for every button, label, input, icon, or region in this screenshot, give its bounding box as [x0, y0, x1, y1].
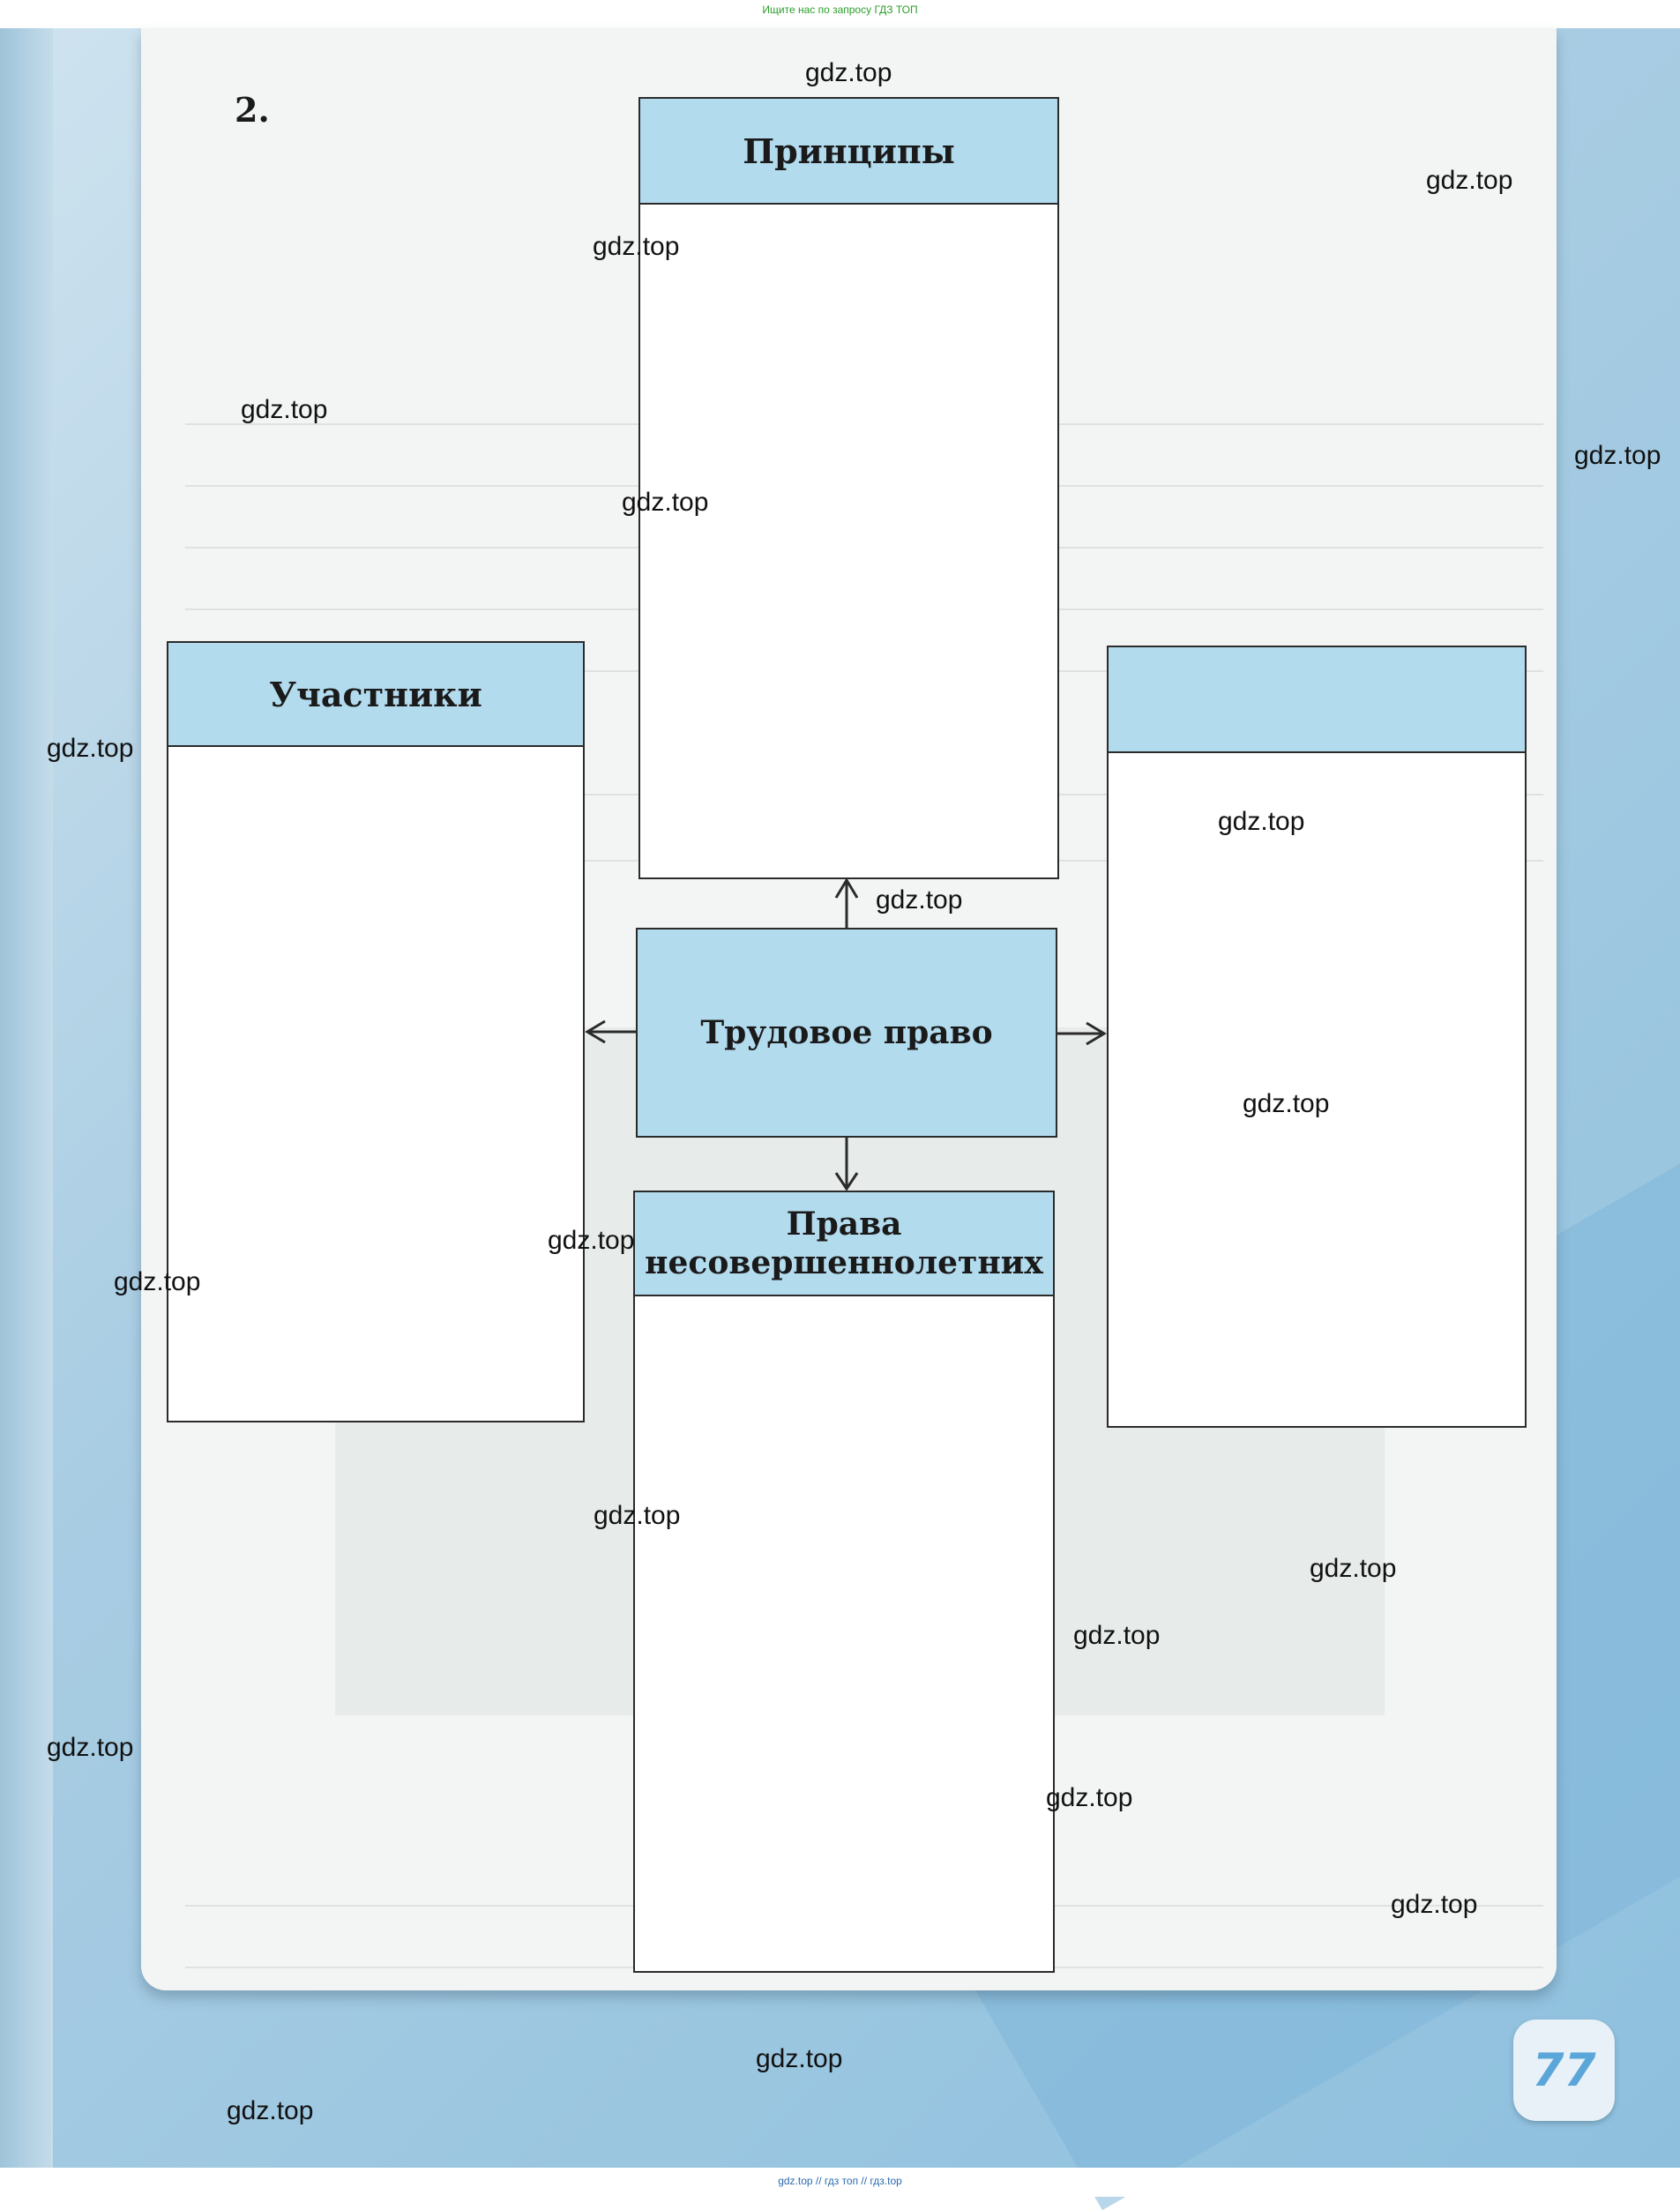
watermark-text: gdz.top — [1426, 166, 1513, 195]
watermark-text: gdz.top — [241, 395, 328, 424]
watermark-text: gdz.top — [1574, 441, 1661, 470]
watermark-text: gdz.top — [1310, 1554, 1397, 1583]
box-participants[interactable]: Участники — [167, 641, 585, 1422]
top-banner[interactable]: Ищите нас по запросу ГДЗ ТОП — [762, 4, 918, 16]
box-principles-title: Принципы — [640, 99, 1057, 205]
box-participants-title: Участники — [168, 643, 583, 747]
watermark-text: gdz.top — [548, 1226, 635, 1255]
box-right-title — [1109, 647, 1525, 753]
watermark-text: gdz.top — [593, 232, 680, 261]
watermark-text: gdz.top — [114, 1267, 201, 1296]
page-number: 77 — [1513, 2020, 1615, 2121]
bottom-banner[interactable]: gdz.top // гдз топ // гдз.top — [778, 2175, 902, 2187]
watermark-text: gdz.top — [805, 58, 892, 87]
watermark-text: gdz.top — [622, 488, 709, 517]
watermark-text: gdz.top — [227, 2096, 314, 2125]
watermark-text: gdz.top — [756, 2044, 843, 2073]
box-right-empty[interactable] — [1107, 646, 1527, 1428]
watermark-text: gdz.top — [594, 1501, 681, 1530]
watermark-text: gdz.top — [1243, 1089, 1330, 1118]
center-box-labor-law: Трудовое право — [636, 928, 1057, 1138]
box-principles[interactable]: Принципы — [638, 97, 1059, 879]
box-minor-rights-title: Права несовершеннолетних — [635, 1192, 1053, 1296]
watermark-text: gdz.top — [47, 1733, 134, 1762]
watermark-text: gdz.top — [876, 885, 963, 915]
watermark-text: gdz.top — [1046, 1783, 1133, 1812]
top-strip — [0, 0, 1680, 28]
watermark-text: gdz.top — [47, 734, 134, 763]
exercise-number: 2. — [235, 90, 270, 130]
watermark-text: gdz.top — [1073, 1621, 1161, 1650]
watermark-text: gdz.top — [1391, 1890, 1478, 1919]
bottom-strip — [0, 2168, 1680, 2197]
watermark-text: gdz.top — [1218, 807, 1305, 836]
box-minor-rights[interactable]: Права несовершеннолетних — [633, 1191, 1055, 1973]
book-spine — [0, 28, 53, 2168]
